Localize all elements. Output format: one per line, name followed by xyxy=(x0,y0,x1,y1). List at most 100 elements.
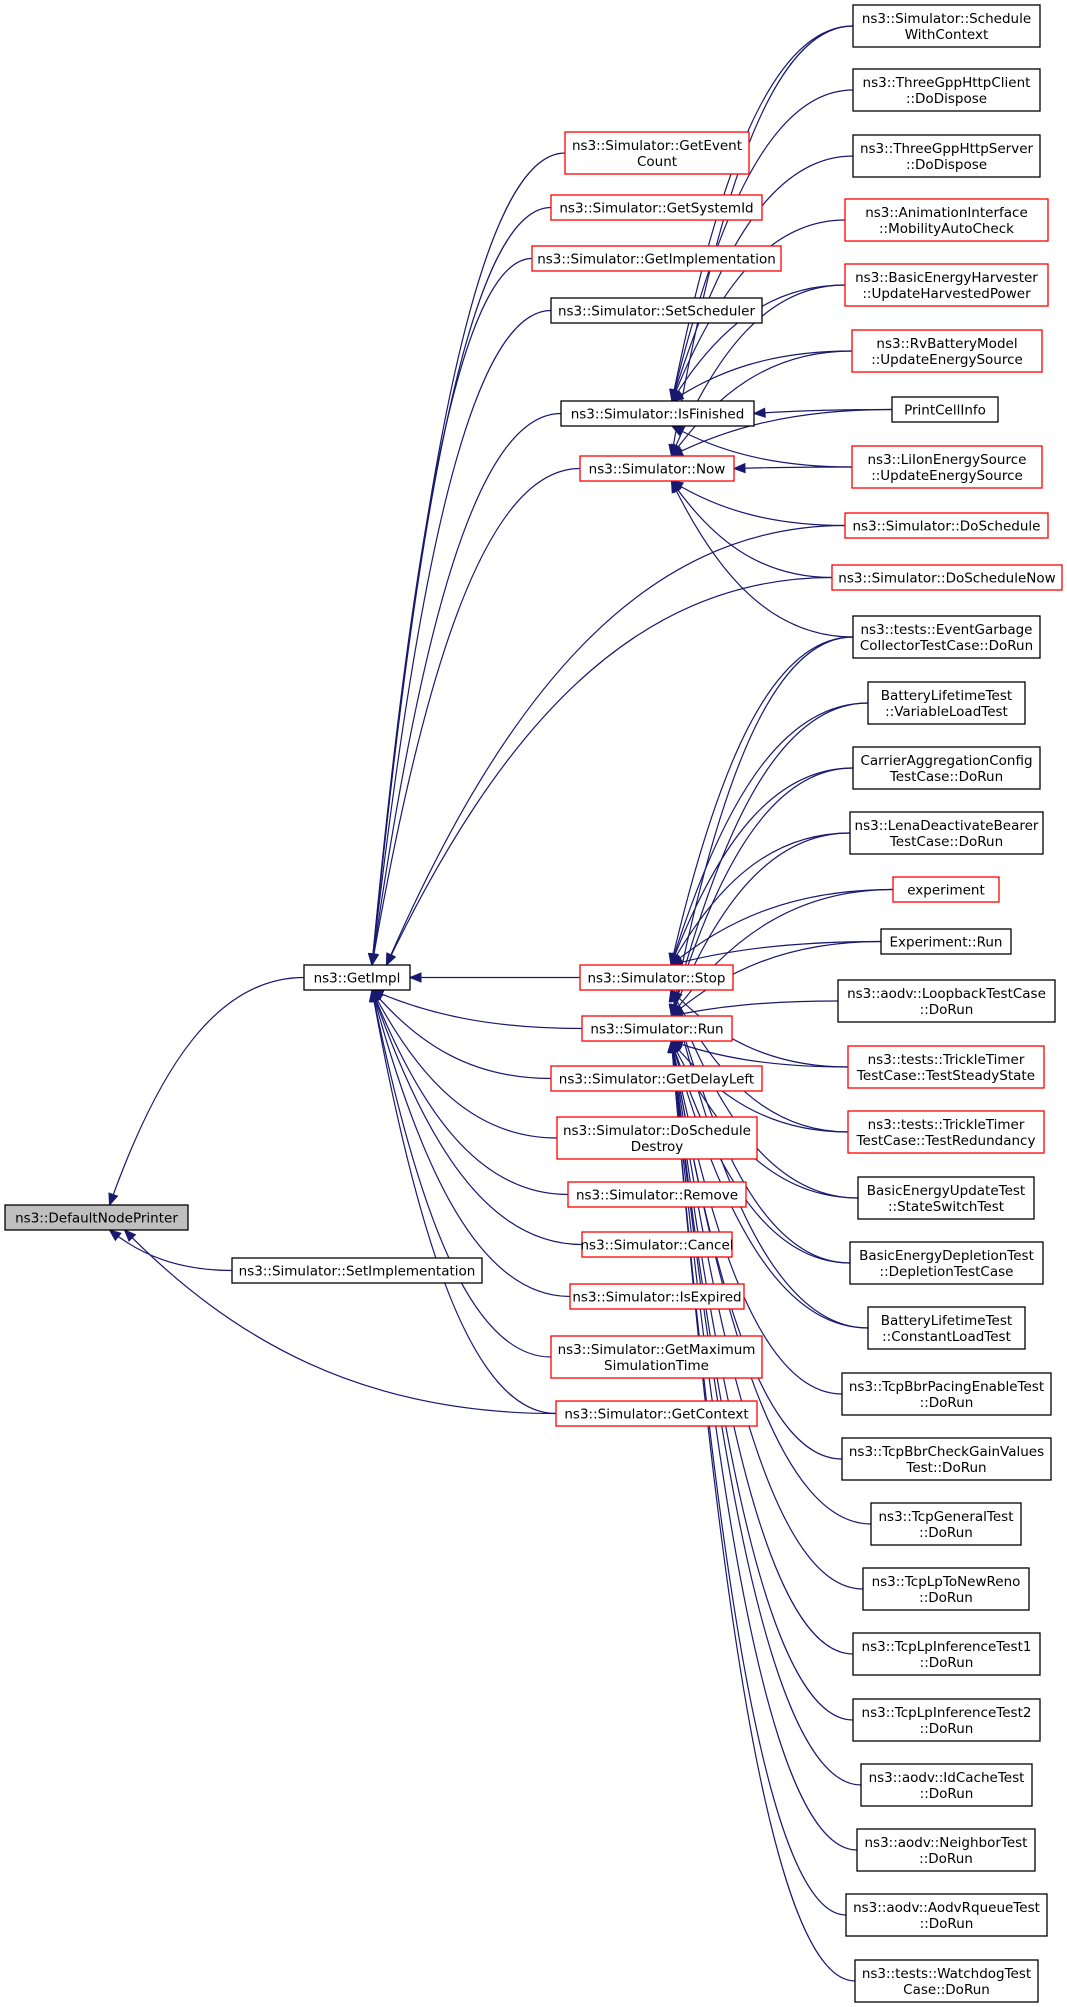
node-cancel[interactable]: ns3::Simulator::Cancel xyxy=(580,1231,734,1258)
node-label: ::MobilityAutoCheck xyxy=(879,221,1014,237)
node-aodvloopback[interactable]: ns3::aodv::LoopbackTestCase::DoRun xyxy=(837,979,1056,1023)
node-trickleredundancy[interactable]: ns3::tests::TrickleTimerTestCase::TestRe… xyxy=(847,1110,1045,1154)
node-run[interactable]: ns3::Simulator::Run xyxy=(581,1015,733,1042)
edge-stop-to-eventgarbage xyxy=(668,636,854,967)
node-box xyxy=(867,1306,1026,1350)
edge-line xyxy=(671,350,853,457)
edge-line xyxy=(671,89,854,402)
node-box xyxy=(560,400,755,427)
node-setscheduler[interactable]: ns3::Simulator::SetScheduler xyxy=(550,297,763,324)
node-getimplementation[interactable]: ns3::Simulator::GetImplementation xyxy=(531,245,782,272)
node-box xyxy=(852,746,1041,790)
node-stop[interactable]: ns3::Simulator::Stop xyxy=(579,964,734,991)
node-isexpired[interactable]: ns3::Simulator::IsExpired xyxy=(569,1283,745,1310)
edge-run-to-aodvneighbor xyxy=(667,1039,858,1851)
node-label: ns3::TcpLpInferenceTest1 xyxy=(862,1639,1032,1655)
node-root[interactable]: ns3::DefaultNodePrinter xyxy=(4,1204,189,1231)
node-label: TestCase::TestRedundancy xyxy=(856,1133,1036,1149)
node-tcpbbrpacing[interactable]: ns3::TcpBbrPacingEnableTest::DoRun xyxy=(841,1372,1052,1416)
node-label: ns3::GetImpl xyxy=(314,971,401,987)
node-getdelayleft[interactable]: ns3::Simulator::GetDelayLeft xyxy=(550,1065,763,1092)
node-label: SimulationTime xyxy=(604,1358,709,1374)
node-doschedulenow[interactable]: ns3::Simulator::DoScheduleNow xyxy=(831,564,1063,591)
edge-line xyxy=(671,480,846,527)
node-doschedule[interactable]: ns3::Simulator::DoSchedule xyxy=(844,512,1049,539)
edge-line xyxy=(670,989,849,1068)
node-box xyxy=(847,1110,1045,1154)
node-liion[interactable]: ns3::LiIonEnergySource::UpdateEnergySour… xyxy=(851,445,1043,489)
edge-line xyxy=(109,1229,233,1272)
node-label: ns3::LenaDeactivateBearer xyxy=(855,818,1039,834)
node-remove[interactable]: ns3::Simulator::Remove xyxy=(567,1181,747,1208)
node-batteryvariable[interactable]: BatteryLifetimeTest::VariableLoadTest xyxy=(867,681,1026,725)
node-label: Case::DoRun xyxy=(903,1982,990,1998)
node-box xyxy=(847,1045,1045,1089)
node-label: ns3::Simulator::Schedule xyxy=(862,11,1031,27)
node-label: ::VariableLoadTest xyxy=(885,704,1008,720)
node-label: experiment xyxy=(907,883,985,899)
node-getimpl[interactable]: ns3::GetImpl xyxy=(303,964,411,991)
edge-now-to-doschedule xyxy=(670,480,846,527)
node-label: ns3::Simulator::SetScheduler xyxy=(558,304,755,320)
node-tcplpnewreno[interactable]: ns3::TcpLpToNewReno::DoRun xyxy=(862,1567,1030,1611)
edge-getimpl-to-doschedulenow xyxy=(385,576,833,967)
node-getcontext[interactable]: ns3::Simulator::GetContext xyxy=(555,1400,758,1427)
node-label: Destroy xyxy=(631,1139,684,1155)
node-tricklesteady[interactable]: ns3::tests::TrickleTimerTestCase::TestSt… xyxy=(847,1045,1045,1089)
edge-now-to-doschedulenow xyxy=(670,479,833,579)
arrowhead xyxy=(108,1192,119,1207)
node-eventgarbage[interactable]: ns3::tests::EventGarbageCollectorTestCas… xyxy=(852,615,1041,659)
node-experimentrun[interactable]: Experiment::Run xyxy=(880,928,1012,955)
node-energyupdate[interactable]: BasicEnergyUpdateTest::StateSwitchTest xyxy=(857,1176,1035,1220)
arrowhead xyxy=(123,1229,137,1242)
node-label: ::DoRun xyxy=(920,1786,974,1802)
node-box xyxy=(556,1116,758,1160)
node-aodvneighbor[interactable]: ns3::aodv::NeighborTest::DoRun xyxy=(856,1828,1036,1872)
node-label: ns3::Simulator::DoScheduleNow xyxy=(838,571,1055,587)
node-rvbattery[interactable]: ns3::RvBatteryModel::UpdateEnergySource xyxy=(851,329,1043,373)
edge-line xyxy=(671,1040,849,1068)
node-label: ::DoRun xyxy=(920,1721,974,1737)
node-experiment[interactable]: experiment xyxy=(892,876,1000,903)
node-setimpl[interactable]: ns3::Simulator::SetImplementation xyxy=(231,1257,483,1284)
edge-line xyxy=(671,940,882,1017)
node-label: ::DoRun xyxy=(919,1851,973,1867)
node-now[interactable]: ns3::Simulator::Now xyxy=(579,455,735,482)
node-printcellinfo[interactable]: PrintCellInfo xyxy=(891,396,999,423)
edge-line xyxy=(670,702,869,1017)
node-harvester[interactable]: ns3::BasicEnergyHarvester::UpdateHarvest… xyxy=(844,263,1049,307)
node-aodvidcache[interactable]: ns3::aodv::IdCacheTest::DoRun xyxy=(860,1763,1033,1807)
node-tcpgeneral[interactable]: ns3::TcpGeneralTest::DoRun xyxy=(870,1502,1022,1546)
node-isfinished[interactable]: ns3::Simulator::IsFinished xyxy=(560,400,755,427)
node-getsystemid[interactable]: ns3::Simulator::GetSystemId xyxy=(550,194,763,221)
node-box xyxy=(555,1400,758,1427)
edge-getimpl-to-doschedule xyxy=(385,524,846,967)
arrowhead xyxy=(670,479,682,494)
node-mobilityautocheck[interactable]: ns3::AnimationInterface::MobilityAutoChe… xyxy=(844,198,1049,242)
node-tcplpinf2[interactable]: ns3::TcpLpInferenceTest2::DoRun xyxy=(852,1698,1041,1742)
node-label: ns3::aodv::LoopbackTestCase xyxy=(847,986,1046,1002)
node-httpclient[interactable]: ns3::ThreeGppHttpClient::DoDispose xyxy=(852,68,1041,112)
node-label: TestCase::DoRun xyxy=(889,769,1003,785)
node-label: ns3::RvBatteryModel xyxy=(876,336,1017,352)
node-box xyxy=(550,1065,763,1092)
node-httpserver[interactable]: ns3::ThreeGppHttpServer::DoDispose xyxy=(852,134,1041,178)
node-label: ::DoDispose xyxy=(906,157,987,173)
node-box xyxy=(860,1763,1033,1807)
node-batteryconstant[interactable]: BatteryLifetimeTest::ConstantLoadTest xyxy=(867,1306,1026,1350)
node-box xyxy=(4,1204,189,1231)
node-label: ns3::tests::EventGarbage xyxy=(860,622,1032,638)
node-aodvrqueue[interactable]: ns3::aodv::AodvRqueueTest::DoRun xyxy=(845,1893,1048,1937)
node-tcplpinf1[interactable]: ns3::TcpLpInferenceTest1::DoRun xyxy=(852,1632,1041,1676)
arrowhead xyxy=(752,407,766,418)
node-energydepletion[interactable]: BasicEnergyDepletionTest::DepletionTestC… xyxy=(849,1241,1044,1285)
edge-line xyxy=(371,989,552,1358)
